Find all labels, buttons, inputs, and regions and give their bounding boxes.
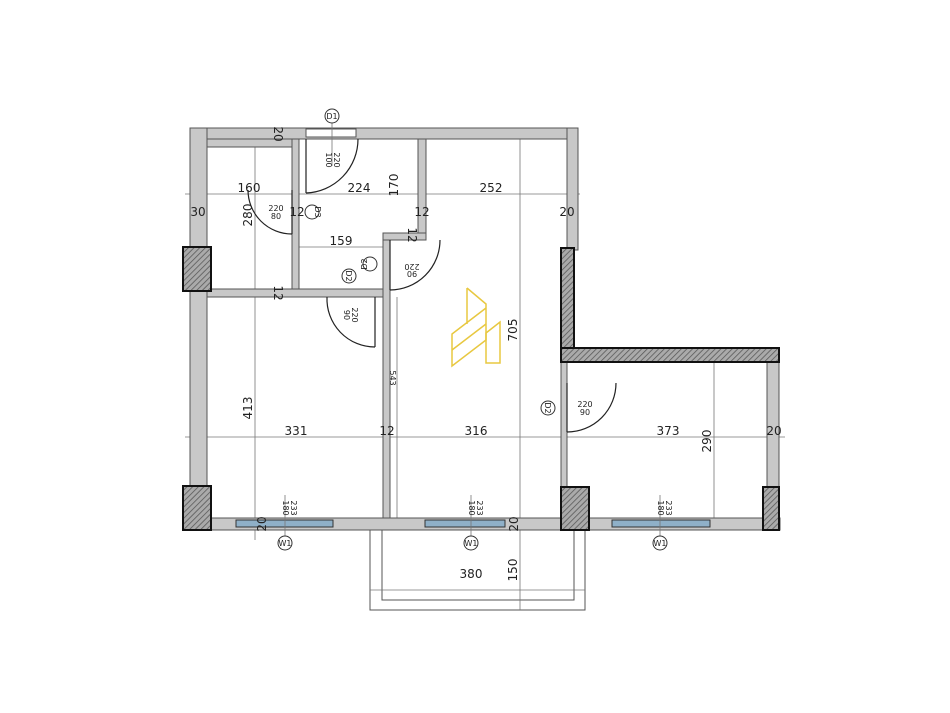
window-tag: W1 [465, 539, 478, 548]
logo-watermark [451, 287, 501, 368]
window-w1-middle: W1 180 233 [424, 495, 506, 551]
door-width: 90 [342, 310, 351, 320]
dim-label: 159 [330, 234, 353, 248]
window-width: 180 [656, 500, 665, 515]
dim-label: 373 [657, 424, 680, 438]
dim-label: 12 [271, 285, 285, 300]
door-width: 80 [271, 212, 281, 221]
dim-label: 224 [348, 181, 371, 195]
dim-label: 705 [506, 319, 520, 342]
dim-label: 380 [460, 567, 483, 581]
door-width: 90 [580, 408, 590, 417]
dim-label: 252 [480, 181, 503, 195]
door-size: 220 [577, 400, 592, 409]
dim-label: 20 [559, 205, 574, 219]
door-size: 220 [404, 262, 419, 271]
dimension-lines [185, 130, 785, 610]
window-w1-left: W1 180 233 [235, 495, 334, 551]
door-tag: D2 [543, 402, 552, 413]
window-tag: W1 [279, 539, 292, 548]
window-width: 180 [281, 500, 290, 515]
dim-label: 160 [238, 181, 261, 195]
dim-label: 20 [766, 424, 781, 438]
dim-label: 543 [388, 370, 397, 385]
window-size: 233 [289, 500, 298, 515]
door-d2-bedroom: D2 220 90 [326, 268, 376, 348]
window-tag: W1 [654, 539, 667, 548]
dim-label: 316 [465, 424, 488, 438]
dimension-labels: 20 160 224 170 252 30 280 12 12 159 12 7… [190, 126, 781, 581]
dim-label: 290 [700, 430, 714, 453]
door-tag: D2 [360, 258, 369, 269]
dim-label: 20 [255, 516, 269, 531]
structural-columns [182, 246, 780, 531]
dim-label: 12 [414, 205, 429, 219]
door-tag: D1 [326, 112, 337, 121]
window-size: 233 [664, 500, 673, 515]
dim-label: 30 [190, 205, 205, 219]
door-size: 220 [332, 152, 341, 167]
window-size: 233 [475, 500, 484, 515]
door-tag: D2 [344, 270, 353, 281]
window-width: 180 [467, 500, 476, 515]
dim-label: 20 [507, 516, 521, 531]
dim-label: 170 [387, 174, 401, 197]
dim-label: 20 [271, 126, 285, 141]
dim-label: 331 [285, 424, 308, 438]
door-d1: D1 220 100 [305, 108, 359, 194]
dim-label: 12 [289, 205, 304, 219]
door-width: 90 [407, 269, 417, 278]
dim-label: 12 [405, 227, 419, 242]
door-d3: D3 220 80 [247, 189, 322, 235]
door-size: 220 [268, 204, 283, 213]
dim-label: 12 [379, 424, 394, 438]
dim-label: 150 [506, 559, 520, 582]
dim-label: 280 [241, 204, 255, 227]
door-size: 220 [350, 307, 359, 322]
door-width: 100 [324, 152, 333, 167]
door-d2-hall: D2 220 90 [360, 239, 441, 291]
window-w1-right: W1 180 233 [611, 495, 711, 551]
dim-label: 413 [241, 397, 255, 420]
door-tag: D3 [313, 206, 322, 217]
door-d2-right: D2 220 90 [540, 382, 617, 433]
